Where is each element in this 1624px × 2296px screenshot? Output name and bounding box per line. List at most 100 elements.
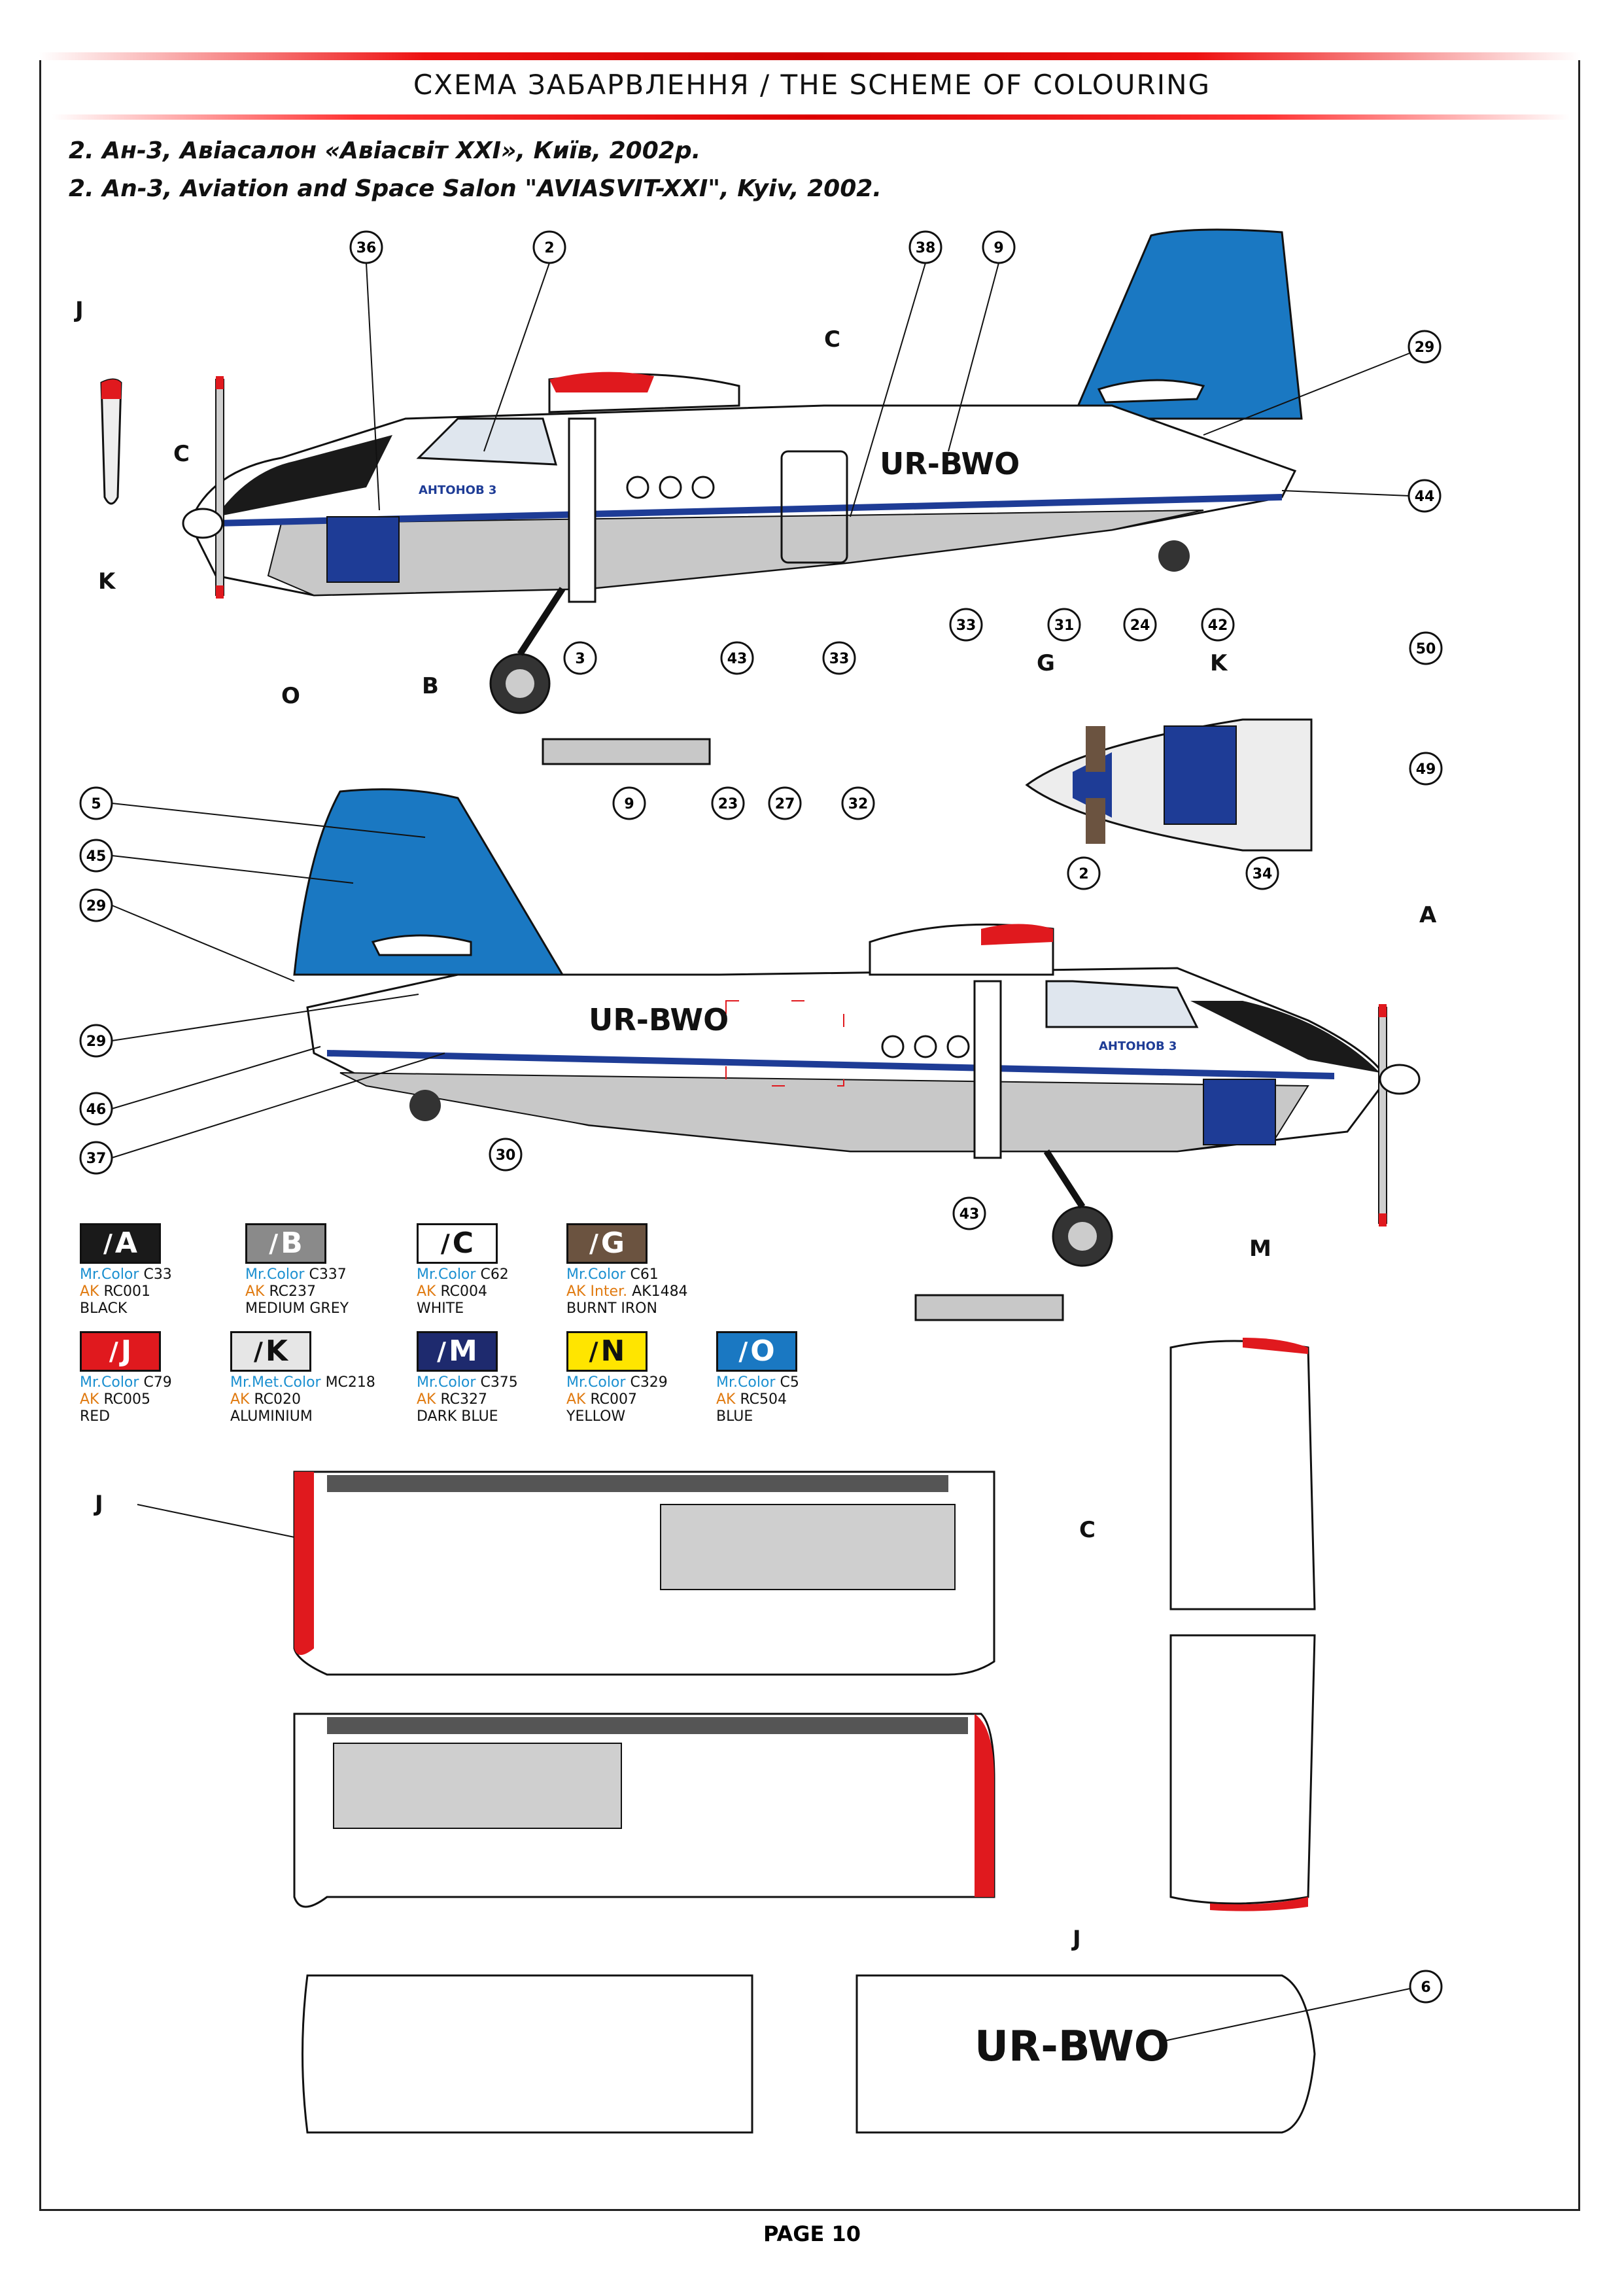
callout-5: 5 [79, 786, 113, 820]
label-J-wing1: J [94, 1491, 103, 1517]
swatch-G: ∕G Mr.Color C61 AK Inter. AK1484 BURNT I… [566, 1223, 688, 1317]
svg-text:43: 43 [959, 1206, 980, 1223]
svg-text:30: 30 [496, 1147, 516, 1164]
tailplane-upper [1169, 1338, 1316, 1610]
swatch-C: ∕C Mr.Color C62 AK RC004 WHITE [417, 1223, 509, 1317]
header-red-bar [39, 52, 1580, 60]
svg-text:43: 43 [727, 651, 748, 667]
callout-29c: 29 [79, 1024, 113, 1058]
callout-34: 34 [1245, 856, 1279, 890]
callout-6: 6 [1409, 1970, 1443, 2004]
aircraft-top-view-nose [1025, 718, 1313, 852]
svg-text:29: 29 [86, 898, 107, 914]
svg-text:2: 2 [1079, 866, 1088, 882]
callout-42: 42 [1201, 608, 1235, 642]
label-C-wing: C [1079, 1517, 1096, 1543]
svg-text:23: 23 [718, 796, 738, 812]
header-underline [52, 114, 1570, 120]
callout-36: 36 [349, 230, 383, 264]
svg-text:34: 34 [1253, 866, 1273, 882]
page-number: PAGE 10 [763, 2221, 861, 2246]
lower-wing-right: UR-BWO [855, 1974, 1316, 2134]
svg-text:9: 9 [993, 240, 1003, 256]
callout-2b: 2 [1067, 856, 1101, 890]
svg-text:50: 50 [1416, 641, 1436, 657]
tailplane-lower [1169, 1634, 1316, 1911]
label-B-top: B [422, 673, 439, 699]
svg-text:33: 33 [956, 617, 976, 634]
callout-46: 46 [79, 1092, 113, 1126]
callout-3: 3 [563, 641, 597, 675]
label-J-blade: J [74, 297, 84, 323]
callout-33a: 33 [949, 608, 983, 642]
callout-2: 2 [532, 230, 566, 264]
antonov-title-top: АНТОНОВ 3 [419, 483, 496, 497]
propeller-blade-detail: J K C [74, 297, 190, 595]
callout-29: 29 [1408, 330, 1442, 364]
label-M-side2: M [1249, 1236, 1271, 1262]
callout-38: 38 [908, 230, 942, 264]
svg-text:29: 29 [1415, 339, 1435, 356]
svg-text:2: 2 [544, 240, 554, 256]
svg-text:9: 9 [624, 796, 634, 812]
callout-33b: 33 [822, 641, 856, 675]
callout-32: 32 [841, 786, 875, 820]
antonov-title-side2: АНТОНОВ 3 [1099, 1039, 1177, 1053]
svg-text:46: 46 [86, 1102, 107, 1118]
callout-49: 49 [1409, 752, 1443, 786]
callout-9b: 9 [612, 786, 646, 820]
callout-43b: 43 [952, 1196, 986, 1230]
svg-text:42: 42 [1208, 617, 1228, 634]
callout-30: 30 [489, 1138, 523, 1172]
svg-text:32: 32 [848, 796, 869, 812]
label-A-side2: A [1419, 902, 1437, 928]
svg-text:37: 37 [86, 1151, 107, 1167]
svg-text:6: 6 [1421, 1979, 1430, 1996]
svg-text:29: 29 [86, 1034, 107, 1050]
callout-27: 27 [768, 786, 802, 820]
svg-text:45: 45 [86, 848, 107, 865]
leader-lines [111, 262, 1411, 2042]
label-C-prop: C [173, 441, 190, 467]
svg-text:5: 5 [91, 796, 101, 812]
subtitle-english: 2. An-3, Aviation and Space Salon "AVIAS… [69, 175, 882, 202]
svg-text:33: 33 [829, 651, 850, 667]
svg-text:36: 36 [356, 240, 377, 256]
upper-wing-left [293, 1470, 995, 1676]
svg-text:38: 38 [916, 240, 936, 256]
callout-50: 50 [1409, 631, 1443, 665]
callout-24: 24 [1123, 608, 1157, 642]
swatch-M: ∕M Mr.Color C375 AK RC327 DARK BLUE [417, 1331, 518, 1425]
callout-37: 37 [79, 1141, 113, 1175]
page-title: СХЕМА ЗАБАРВЛЕННЯ / THE SCHEME OF COLOUR… [413, 69, 1211, 101]
swatch-K: ∕K Mr.Met.Color MC218 AK RC020 ALUMINIUM [230, 1331, 375, 1425]
lower-wing-left [302, 1974, 753, 2134]
callout-45: 45 [79, 839, 113, 873]
ventral-part-top [542, 738, 711, 765]
swatch-O: ∕O Mr.Color C5 AK RC504 BLUE [716, 1331, 799, 1425]
registration-side2: UR-BWO [589, 1002, 729, 1037]
chip-A: ∕A [80, 1223, 161, 1264]
callout-43a: 43 [720, 641, 754, 675]
svg-text:31: 31 [1054, 617, 1075, 634]
callout-23: 23 [711, 786, 745, 820]
svg-text:3: 3 [575, 651, 585, 667]
label-J-wing2: J [1071, 1926, 1081, 1952]
label-C-top: C [824, 326, 840, 353]
label-G-top: G [1037, 650, 1055, 676]
upper-wing-right [293, 1713, 995, 1908]
registration-top: UR-BWO [880, 446, 1020, 481]
swatch-N: ∕N Mr.Color C329 AK RC007 YELLOW [566, 1331, 668, 1425]
swatch-J: ∕J Mr.Color C79 AK RC005 RED [80, 1331, 172, 1425]
subtitle-ukrainian: 2. Ан-3, Авіасалон «Авіасвіт XXI», Київ,… [69, 137, 701, 164]
aircraft-left-side-view: UR-BWO АНТОНОВ 3 [182, 228, 1303, 714]
registration-wing: UR-BWO [975, 2023, 1169, 2071]
svg-text:24: 24 [1130, 617, 1150, 634]
swatch-B: ∕B Mr.Color C337 AK RC237 MEDIUM GREY [245, 1223, 349, 1317]
label-K-top: K [1210, 650, 1228, 676]
callout-31: 31 [1047, 608, 1081, 642]
label-K-blade: K [98, 568, 116, 595]
label-O: O [281, 683, 300, 709]
svg-text:27: 27 [775, 796, 795, 812]
